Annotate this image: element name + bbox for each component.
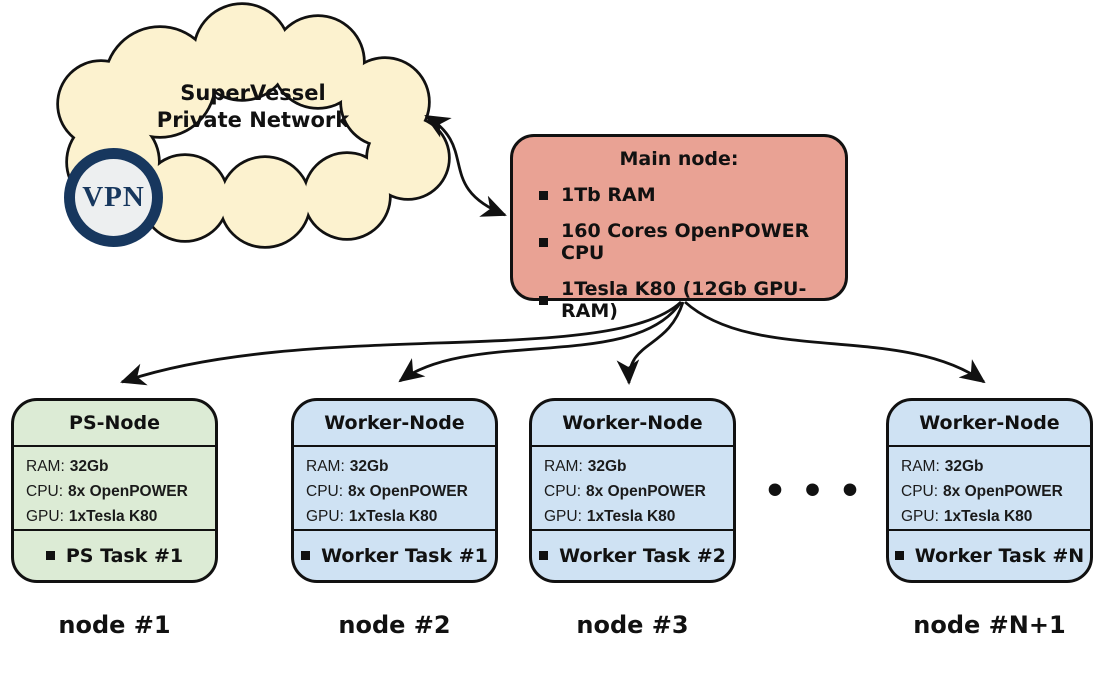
main-node-box: Main node: 1Tb RAM 160 Cores OpenPOWER C… [510,134,848,322]
spec-row: RAM:32Gb [901,458,984,475]
spec-row: RAM:32Gb [306,458,389,475]
bullet-square-icon [894,551,904,560]
arrow-main-to-node2 [398,301,683,383]
spec-row: GPU:1xTesla K80 [306,508,438,525]
spec-row: CPU:8x OpenPOWER [26,483,188,500]
node-task: Worker Task #2 [532,531,733,580]
vpn-badge: VPN [64,148,163,247]
arrow-main-to-node3 [616,301,685,386]
spec-row: RAM:32Gb [544,458,627,475]
node-title: Worker-Node [532,401,733,447]
node-task-label: Worker Task #2 [559,544,726,567]
node-specs: RAM:32Gb CPU:8x OpenPOWER GPU:1xTesla K8… [294,447,495,531]
node-caption: node #2 [338,611,451,639]
node-specs: RAM:32Gb CPU:8x OpenPOWER GPU:1xTesla K8… [14,447,215,531]
cloud-label: SuperVessel Private Network [108,80,398,134]
spec-row: RAM:32Gb [26,458,109,475]
vpn-label: VPN [82,181,145,213]
node-box-worker-n: Worker-Node RAM:32Gb CPU:8x OpenPOWER GP… [886,398,1093,583]
node-caption: node #1 [58,611,171,639]
ellipsis-dots: • • • [763,471,863,512]
spec-row: GPU:1xTesla K80 [544,508,676,525]
spec-row: GPU:1xTesla K80 [901,508,1033,525]
node-specs: RAM:32Gb CPU:8x OpenPOWER GPU:1xTesla K8… [889,447,1090,531]
node-box-ps: PS-Node RAM:32Gb CPU:8x OpenPOWER GPU:1x… [11,398,218,583]
cloud-label-line1: SuperVessel [180,81,326,105]
arrow-main-to-node1 [120,300,682,386]
spec-row: CPU:8x OpenPOWER [901,483,1063,500]
node-caption: node #N+1 [913,611,1066,639]
node-task-label: Worker Task #N [914,544,1085,567]
node-task: PS Task #1 [14,531,215,580]
node-task: Worker Task #1 [294,531,495,580]
bullet-square-icon [45,551,55,560]
node-caption: node #3 [576,611,689,639]
node-box-worker-2: Worker-Node RAM:32Gb CPU:8x OpenPOWER GP… [529,398,736,583]
bullet-square-icon [539,551,549,560]
cloud-label-line2: Private Network [156,108,350,132]
main-node-item: 160 Cores OpenPOWER CPU [539,220,845,264]
node-task-label: Worker Task #1 [321,544,488,567]
node-task: Worker Task #N [889,531,1090,580]
main-node-item: 1Tb RAM [539,184,845,206]
cloud-mainnode-link-arrow [424,114,507,217]
main-node-title: Main node: [619,148,739,170]
bullet-square-icon [539,190,548,200]
node-title: Worker-Node [889,401,1090,447]
node-task-label: PS Task #1 [65,544,184,567]
spec-row: CPU:8x OpenPOWER [544,483,706,500]
main-node-item-label: 1Tesla K80 (12Gb GPU-RAM) [561,278,807,322]
bullet-square-icon [539,237,548,247]
main-node-item-label: 160 Cores OpenPOWER CPU [561,220,810,264]
arrow-main-to-node4 [684,300,986,384]
main-node-item-label: 1Tb RAM [561,184,656,206]
node-box-worker-1: Worker-Node RAM:32Gb CPU:8x OpenPOWER GP… [291,398,498,583]
main-node-item: 1Tesla K80 (12Gb GPU-RAM) [539,278,845,322]
spec-row: CPU:8x OpenPOWER [306,483,468,500]
node-title: Worker-Node [294,401,495,447]
spec-row: GPU:1xTesla K80 [26,508,158,525]
node-title: PS-Node [14,401,215,447]
bullet-square-icon [301,551,311,560]
node-specs: RAM:32Gb CPU:8x OpenPOWER GPU:1xTesla K8… [532,447,733,531]
bullet-square-icon [539,295,548,305]
